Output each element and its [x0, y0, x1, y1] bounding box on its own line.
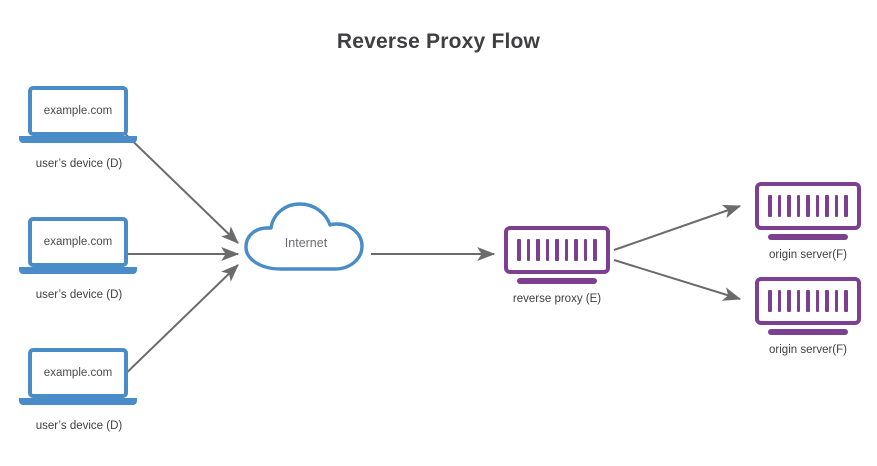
server-bar: [593, 239, 597, 261]
laptop-base: [19, 267, 137, 274]
origin-server-node-2[interactable]: origin server(F): [738, 277, 877, 356]
user-device-node-1[interactable]: example.com user’s device (D): [14, 86, 144, 170]
server-bar: [844, 290, 848, 312]
laptop-screen: [28, 86, 128, 136]
server-bar: [825, 290, 829, 312]
origin-server-node-1[interactable]: origin server(F): [738, 182, 877, 261]
server-bar: [545, 239, 550, 261]
arrow-device-3-to-internet: [113, 264, 239, 386]
server-box: [504, 226, 610, 274]
laptop-screen-label: example.com: [43, 236, 113, 248]
laptop-icon: example.com: [19, 86, 137, 148]
server-icon: [755, 182, 861, 240]
server-bar: [574, 239, 578, 261]
server-bar: [844, 195, 848, 217]
server-base: [517, 278, 597, 284]
user-device-caption: user’s device (D): [35, 158, 123, 170]
server-bar: [777, 290, 782, 312]
user-device-node-3[interactable]: example.com user’s device (D): [14, 348, 144, 432]
arrow-proxy-to-origin-2: [613, 259, 742, 301]
origin-server-caption: origin server(F): [769, 344, 847, 356]
server-bar: [526, 239, 531, 261]
server-bar: [517, 239, 521, 261]
laptop-icon: example.com: [19, 217, 137, 279]
page-title: Reverse Proxy Flow: [336, 30, 541, 53]
server-bar: [834, 290, 839, 312]
arrow-device-1-to-internet: [113, 122, 239, 244]
server-bar: [787, 195, 791, 217]
laptop-screen-label: example.com: [43, 367, 113, 379]
server-bar: [555, 239, 559, 261]
origin-server-caption: origin server(F): [769, 249, 847, 261]
laptop-screen: [28, 348, 128, 398]
server-box: [755, 182, 861, 230]
server-bar: [815, 195, 820, 217]
server-bar: [825, 195, 829, 217]
server-icon: [504, 226, 610, 284]
server-bar: [806, 195, 810, 217]
laptop-screen: [28, 217, 128, 267]
reverse-proxy-caption: reverse proxy (E): [512, 293, 602, 305]
internet-cloud-node[interactable]: Internet: [240, 197, 372, 280]
server-base: [768, 234, 848, 240]
internet-cloud-label: Internet: [284, 236, 328, 250]
server-bar: [796, 290, 801, 312]
server-bar: [806, 290, 810, 312]
server-bar: [583, 239, 588, 261]
cloud-icon: [244, 202, 364, 271]
server-bar: [815, 290, 820, 312]
user-device-caption: user’s device (D): [35, 289, 123, 301]
server-bar: [796, 195, 801, 217]
server-bar: [768, 290, 772, 312]
server-bar: [768, 195, 772, 217]
server-bar: [564, 239, 569, 261]
laptop-icon: example.com: [19, 348, 137, 410]
reverse-proxy-node[interactable]: reverse proxy (E): [487, 226, 627, 305]
server-base: [768, 329, 848, 335]
arrow-proxy-to-origin-1: [613, 204, 742, 251]
server-bar: [834, 195, 839, 217]
user-device-node-2[interactable]: example.com user’s device (D): [14, 217, 144, 301]
laptop-base: [19, 136, 137, 143]
server-icon: [755, 277, 861, 335]
server-box: [755, 277, 861, 325]
laptop-base: [19, 398, 137, 405]
server-bar: [777, 195, 782, 217]
server-bar: [536, 239, 540, 261]
server-bar: [787, 290, 791, 312]
user-device-caption: user’s device (D): [35, 420, 123, 432]
laptop-screen-label: example.com: [43, 105, 113, 117]
